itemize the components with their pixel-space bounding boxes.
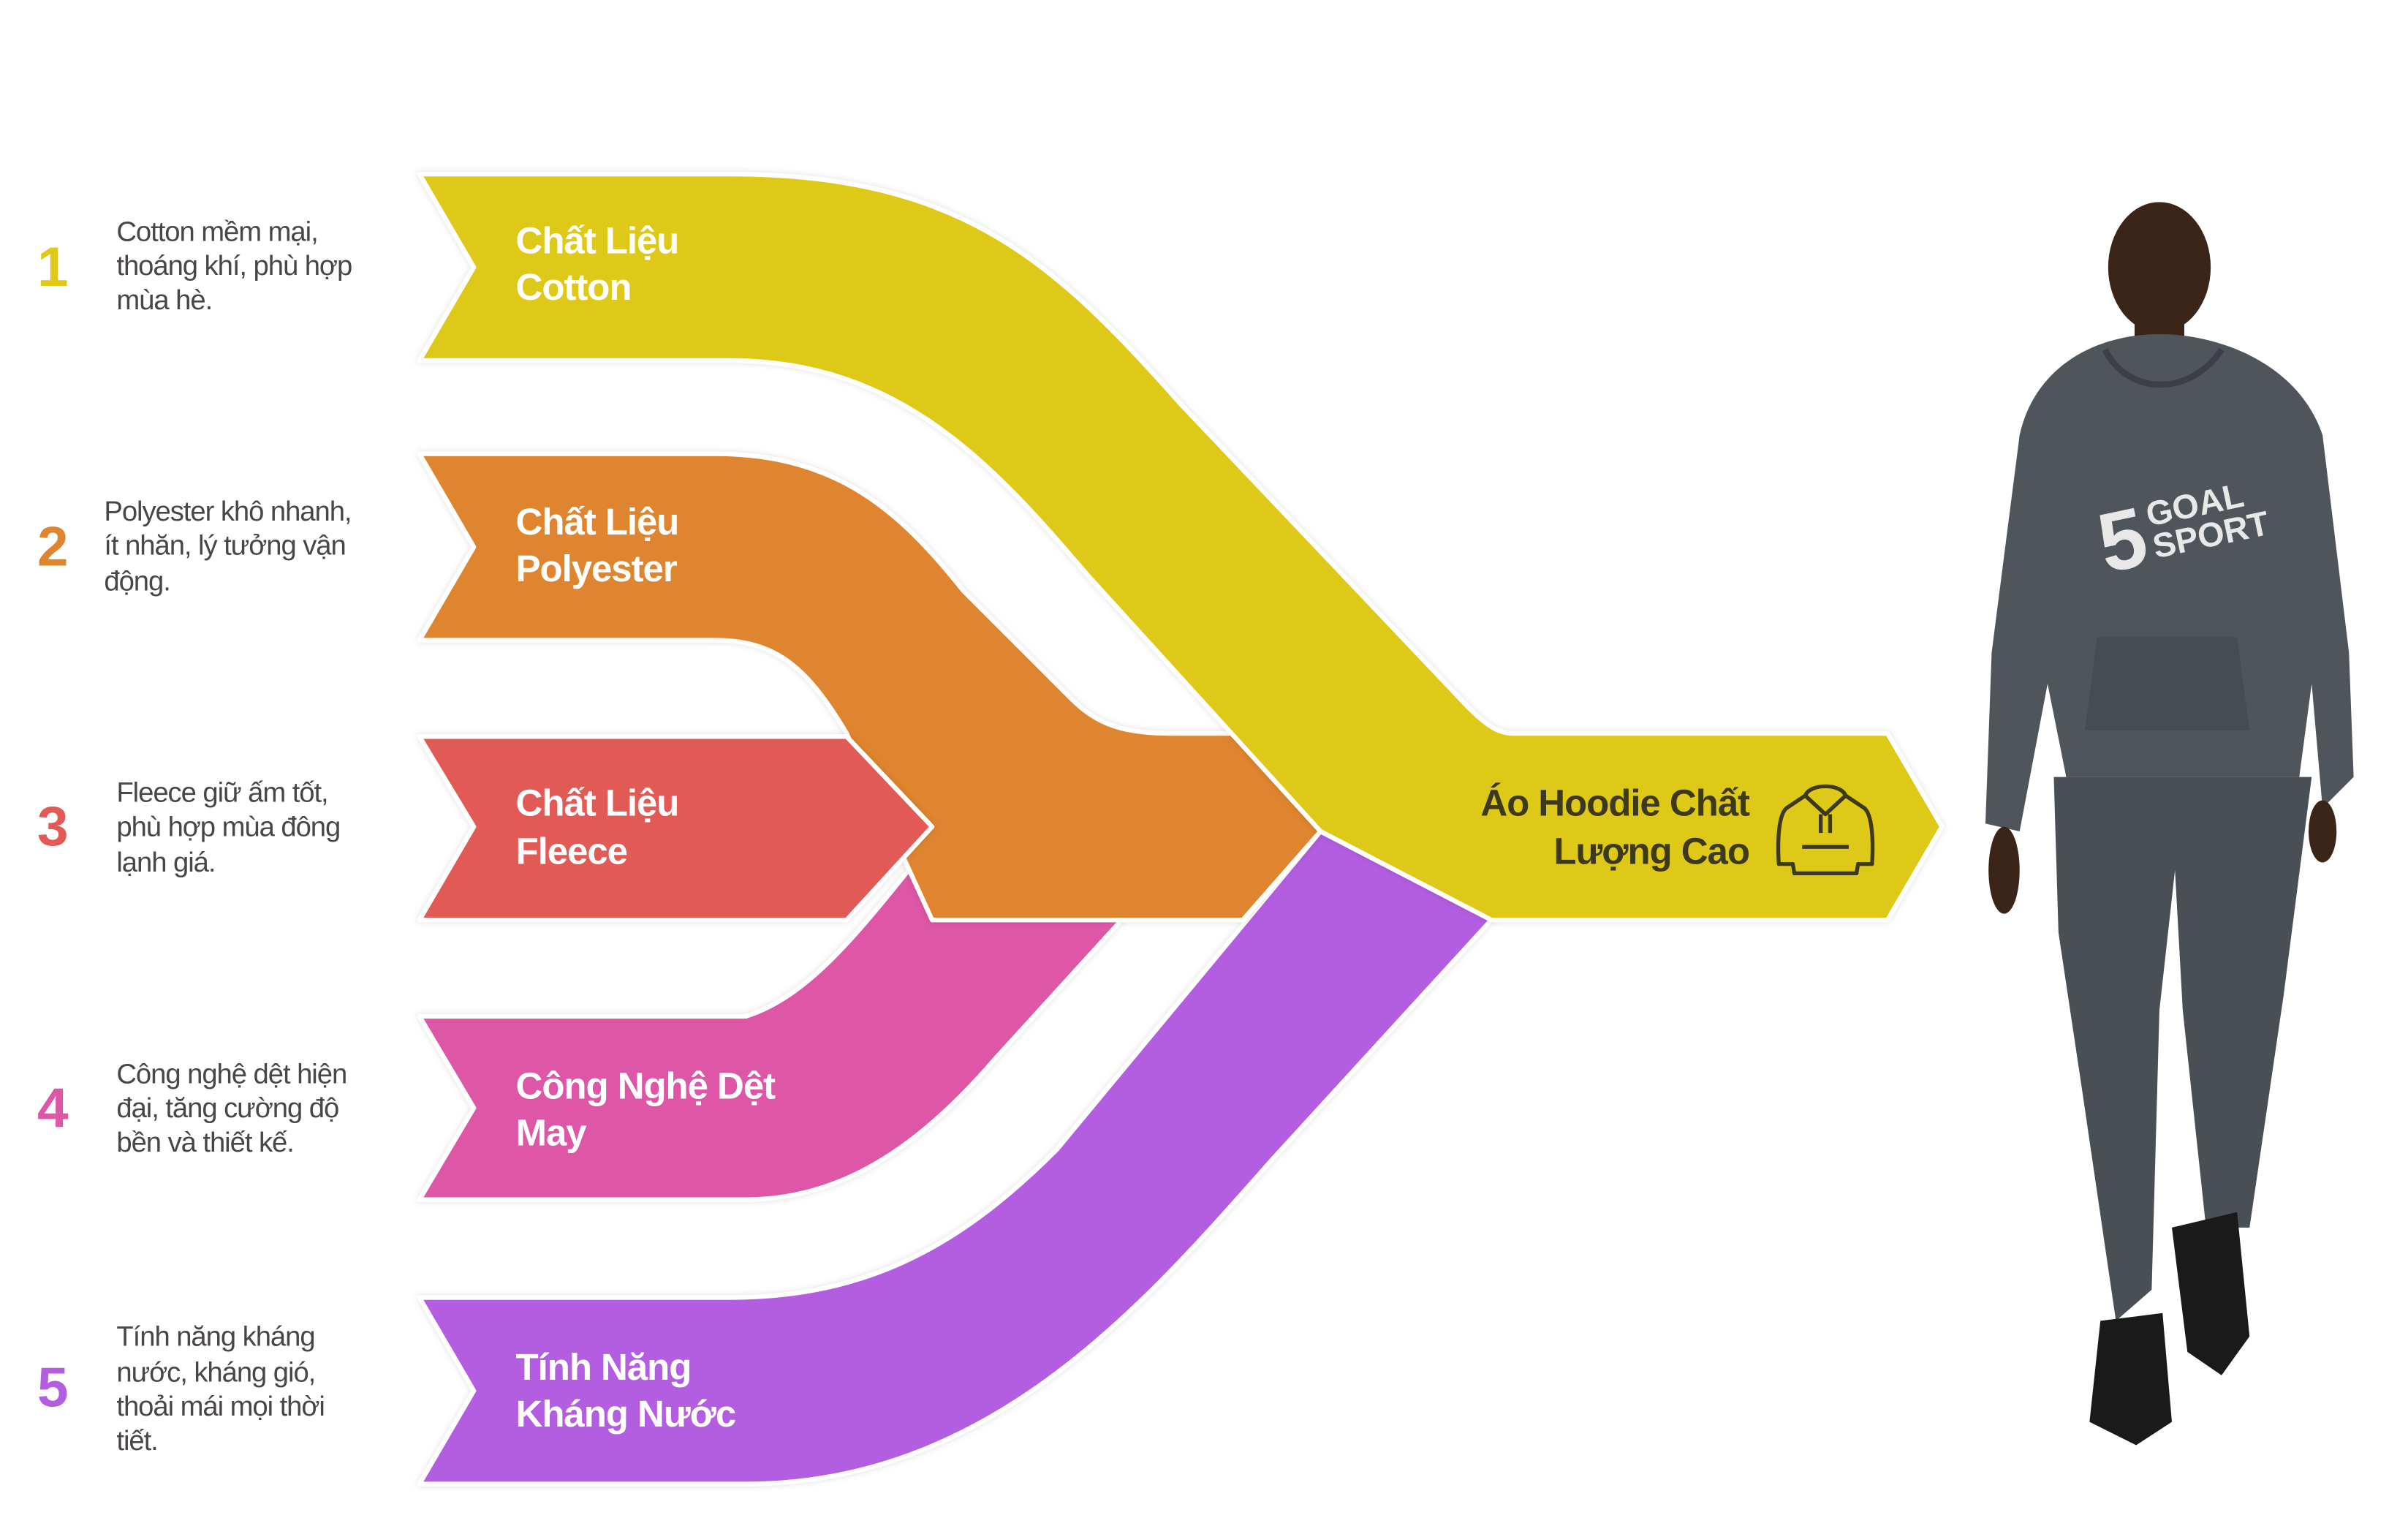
band-waterproof — [417, 828, 1494, 1487]
band-fleece — [417, 734, 935, 923]
item-number-1: 1 — [37, 236, 69, 298]
model-in-hoodie-image: 5 GOALSPORT — [1985, 202, 2354, 1446]
item-number-5: 5 — [37, 1356, 69, 1419]
band-polyester — [417, 451, 1323, 923]
item-number-2: 2 — [37, 516, 69, 578]
item-number-3: 3 — [37, 796, 69, 858]
item-description-2: Polyester khô nhanh,ít nhăn, lý tưởng vậ… — [104, 496, 351, 597]
hoodie-icon — [1776, 784, 1875, 876]
item-number-4: 4 — [37, 1077, 69, 1139]
band-textile — [417, 828, 1124, 1202]
band-cotton — [417, 171, 1945, 923]
